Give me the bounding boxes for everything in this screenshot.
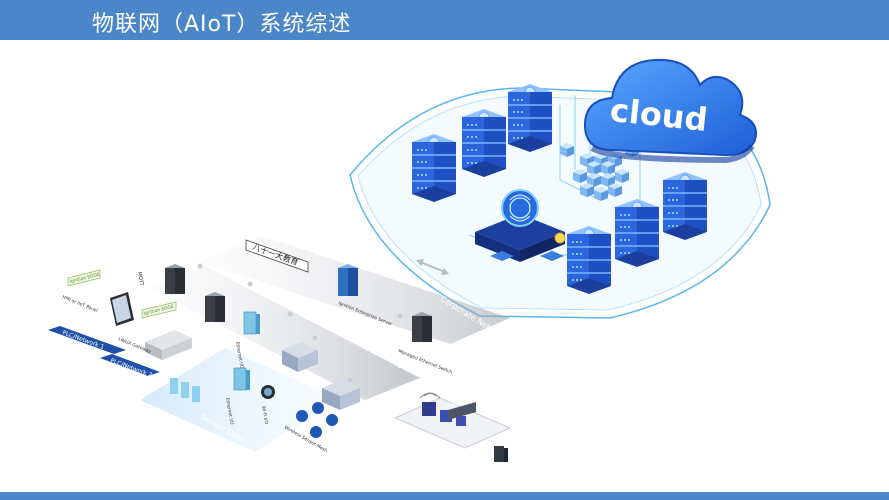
- server-stack-icon: [662, 171, 708, 241]
- small-chips: [490, 232, 566, 261]
- double-arrow-icon: [416, 259, 449, 275]
- ignition-edge-badge-2: Ignition EDGE: [141, 301, 177, 319]
- svg-text:Ethernet I/O: Ethernet I/O: [224, 397, 235, 425]
- linux-gateway-icon: LINUX Gateway: [117, 330, 192, 360]
- ethernet-io-1-icon: Ethernet I/O: [234, 311, 260, 370]
- hmi-panel-icon: HMI or IIoT Panel: [61, 292, 134, 326]
- remote-site-icon: Remote Site: [393, 392, 512, 462]
- sensor-modules-icon: [170, 378, 200, 402]
- ethernet-switch-icon: [205, 292, 225, 322]
- gateway-box-icon: [282, 342, 318, 372]
- server-stack-icon: [411, 133, 457, 203]
- server-stack-icon: [614, 198, 660, 268]
- svg-text:Ethernet I/O: Ethernet I/O: [234, 341, 245, 369]
- cloud-icon: cloud: [583, 58, 757, 164]
- io-block-icon: [322, 380, 360, 410]
- svg-text:Wi-Fi I/O: Wi-Fi I/O: [260, 405, 269, 425]
- plc-network-1-bar: PLC/Network 1: [48, 326, 126, 354]
- connector-dots: [197, 263, 403, 383]
- plc-network-2-bar: PLC/Network 2: [100, 354, 160, 379]
- slide-title: 物联网（AIoT）系统综述: [92, 12, 352, 37]
- svg-text:Ignition EDGE: Ignition EDGE: [143, 304, 175, 317]
- svg-text:Wireless Sensor Mesh: Wireless Sensor Mesh: [283, 425, 329, 455]
- ethernet-io-2-icon: Ethernet I/O: [224, 367, 250, 426]
- bottom-bar: [0, 492, 889, 500]
- svg-text:HMI or IIoT Panel: HMI or IIoT Panel: [61, 294, 98, 314]
- server-stack-icon: [566, 225, 612, 295]
- ignition-edge-badge-1: Ignition EDGE: [67, 269, 101, 287]
- svg-text:MQTT: MQTT: [136, 271, 145, 287]
- mqtt-switch-icon: MQTT: [136, 264, 185, 294]
- server-stack-icon: [507, 83, 553, 153]
- server-stack-icon: [461, 108, 507, 178]
- wifi-io-icon: Wi-Fi I/O: [260, 385, 275, 425]
- title-bar: 物联网（AIoT）系统综述: [0, 0, 889, 40]
